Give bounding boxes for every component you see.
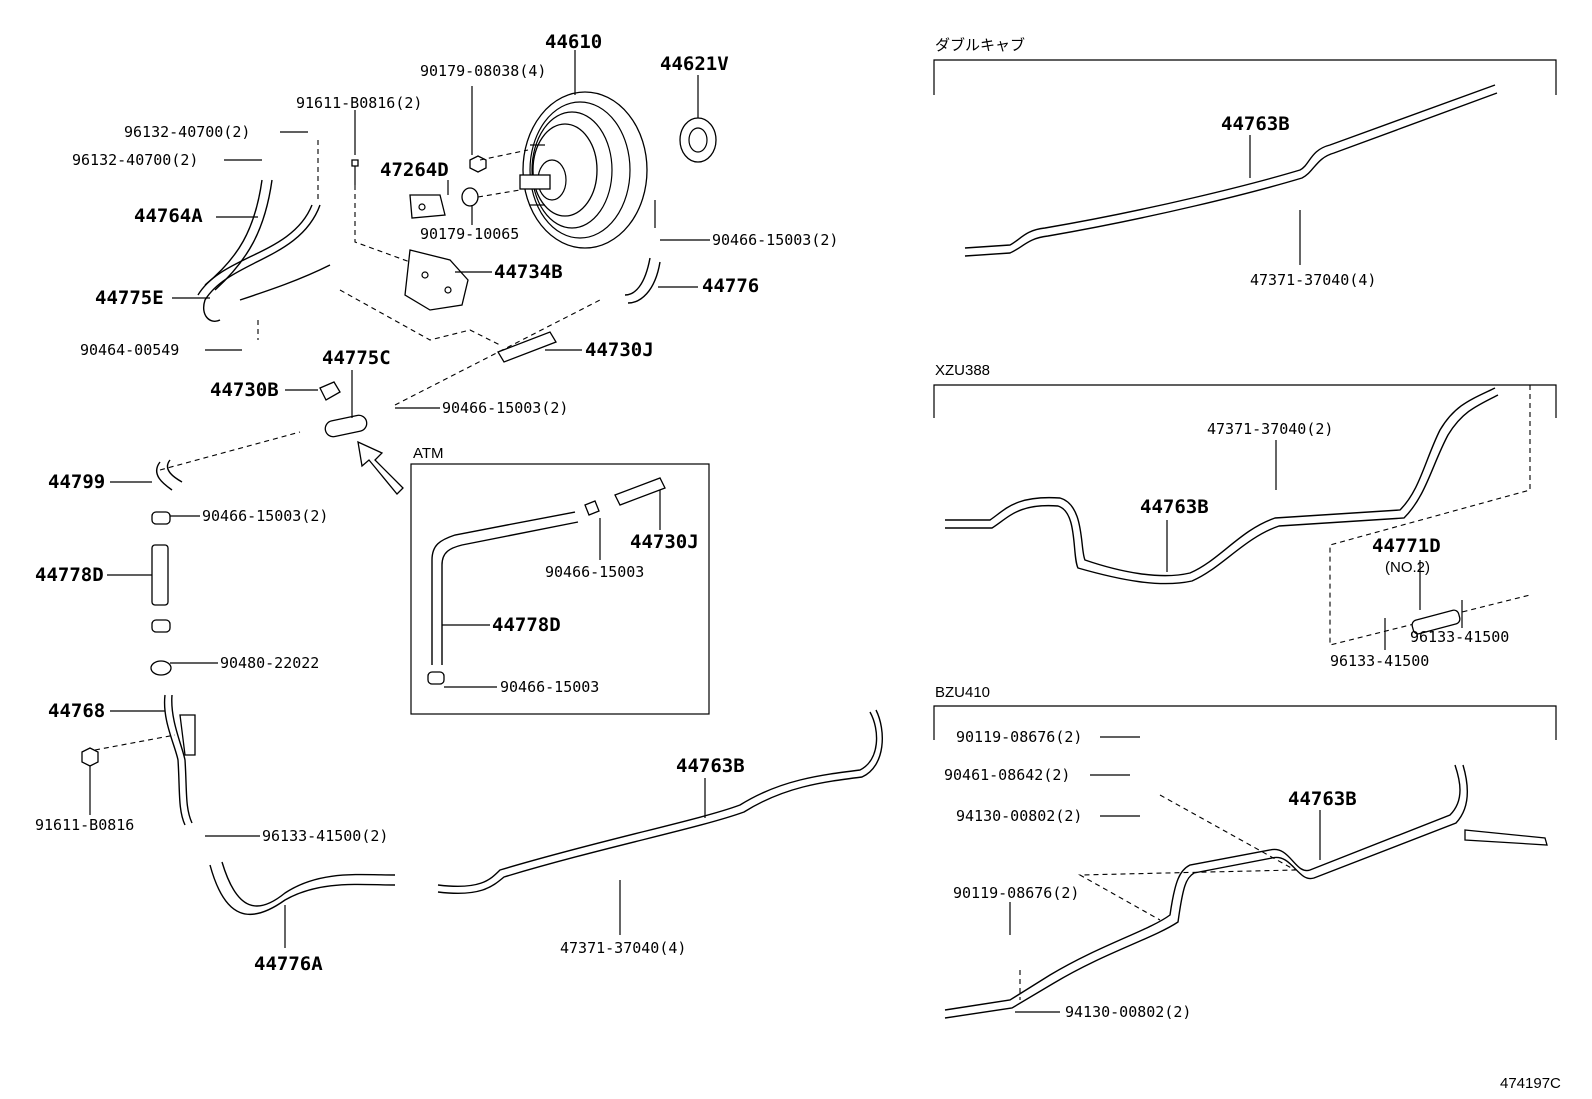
label-44764a: 44764A	[134, 205, 203, 227]
label-44776a: 44776A	[254, 953, 323, 975]
atm-title: ATM	[413, 445, 444, 462]
pipe-44763b-xzu388	[945, 387, 1499, 585]
diagram-code: 474197C	[1500, 1075, 1561, 1092]
label-96132-40700-b: 96132-40700(2)	[72, 151, 198, 169]
label-dc-47371: 47371-37040(4)	[1250, 271, 1376, 289]
label-bzu-90461: 90461-08642(2)	[944, 766, 1070, 784]
label-47264d: 47264D	[380, 159, 449, 181]
pipe-44768	[163, 694, 196, 826]
label-xzu-no2: (NO.2)	[1385, 559, 1430, 576]
label-xzu-96133-b: 96133-41500	[1330, 652, 1429, 670]
nut-90179-08038	[469, 155, 487, 173]
label-44610: 44610	[545, 31, 602, 53]
section-title-double-cab: ダブルキャブ	[935, 36, 1025, 54]
section-double-cab: ダブルキャブ	[933, 36, 1557, 95]
label-bzu-90119-a: 90119-08676(2)	[956, 728, 1082, 746]
label-90179-10065: 90179-10065	[420, 225, 519, 243]
clips-column	[150, 511, 172, 676]
section-title-xzu388: XZU388	[935, 362, 990, 379]
label-90466-15003-b: 90466-15003(2)	[442, 399, 568, 417]
label-44799: 44799	[48, 471, 105, 493]
pipe-44763b-main	[437, 709, 884, 894]
hose-44778d	[151, 544, 169, 606]
leader-lines	[89, 50, 1463, 1013]
label-90466-15003-c: 90466-15003(2)	[202, 507, 328, 525]
hose-44776	[624, 257, 661, 304]
label-44621v: 44621V	[660, 53, 729, 75]
label-44775c: 44775C	[322, 347, 391, 369]
brake-booster	[519, 91, 656, 249]
label-90480-22022: 90480-22022	[220, 654, 319, 672]
bolt-91611-b0816	[81, 747, 99, 767]
label-44763b-main: 44763B	[676, 755, 745, 777]
label-dc-44763b: 44763B	[1221, 113, 1290, 135]
washer-90179-10065	[461, 187, 479, 207]
hose-44799	[155, 459, 183, 491]
label-bzu-94130-a: 94130-00802(2)	[956, 807, 1082, 825]
label-xzu-44763b: 44763B	[1140, 496, 1209, 518]
label-bzu-90119-b: 90119-08676(2)	[953, 884, 1079, 902]
pipe-44763b-double-cab	[964, 84, 1498, 257]
hose-44775c	[324, 414, 368, 438]
label-atm-44778d: 44778D	[492, 614, 561, 636]
section-xzu388: XZU388	[933, 362, 1557, 418]
label-bzu-44763b: 44763B	[1288, 788, 1357, 810]
label-44776: 44776	[702, 275, 759, 297]
hose-44775e	[197, 204, 331, 322]
pipe-44763b-bzu410	[944, 764, 1548, 1019]
bolt-91611	[351, 159, 359, 185]
section-bzu410: BZU410	[933, 684, 1557, 740]
label-atm-90466-b: 90466-15003	[500, 678, 599, 696]
label-44730j: 44730J	[585, 339, 654, 361]
label-96132-40700-a: 96132-40700(2)	[124, 123, 250, 141]
label-atm-90466-a: 90466-15003	[545, 563, 644, 581]
label-44775e: 44775E	[95, 287, 164, 309]
label-44768: 44768	[48, 700, 105, 722]
clip-44730b	[319, 381, 341, 401]
atm-inset: ATM	[410, 445, 710, 715]
label-91611-b0816: 91611-B0816	[35, 816, 134, 834]
hose-44776a	[209, 861, 396, 915]
label-90464-00549: 90464-00549	[80, 341, 179, 359]
bracket-47264d	[409, 194, 446, 219]
section-title-bzu410: BZU410	[935, 684, 990, 701]
arrow-icon	[357, 440, 404, 495]
label-bzu-94130-b: 94130-00802(2)	[1065, 1003, 1191, 1021]
hose-44764a	[204, 179, 273, 291]
label-91611-b0816-2: 91611-B0816(2)	[296, 94, 422, 112]
label-44730b: 44730B	[210, 379, 279, 401]
label-96133-41500-2: 96133-41500(2)	[262, 827, 388, 845]
label-90466-15003-a: 90466-15003(2)	[712, 231, 838, 249]
label-44778d: 44778D	[35, 564, 104, 586]
seal-44621v	[679, 117, 717, 163]
bracket-44734b	[404, 249, 469, 311]
label-90179-08038: 90179-08038(4)	[420, 62, 546, 80]
label-44734b: 44734B	[494, 261, 563, 283]
label-xzu-44771d: 44771D	[1372, 535, 1441, 557]
label-47371-37040-main: 47371-37040(4)	[560, 939, 686, 957]
xzu-inset-44771d	[1329, 385, 1531, 646]
label-atm-44730j: 44730J	[630, 531, 699, 553]
joint-44730j	[497, 331, 557, 363]
label-xzu-47371: 47371-37040(2)	[1207, 420, 1333, 438]
label-xzu-96133-a: 96133-41500	[1410, 628, 1509, 646]
